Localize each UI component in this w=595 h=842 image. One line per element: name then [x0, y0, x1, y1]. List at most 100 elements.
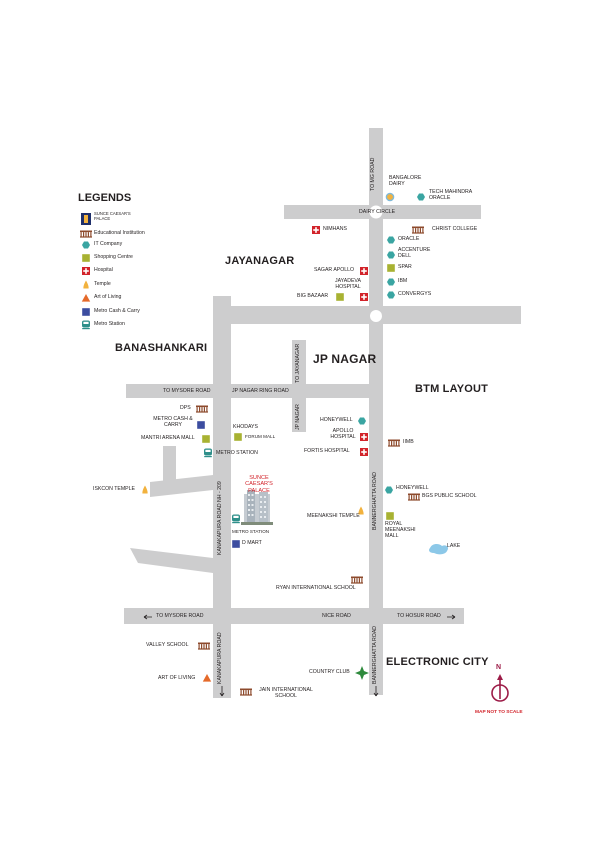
- road-label-jp-nagar-ring-road: JP NAGAR RING ROAD: [232, 388, 289, 394]
- hospital-icon: [82, 267, 90, 275]
- label-metro-cash-carry: METRO CASH & CARRY: [153, 416, 193, 428]
- country-club-icon: [355, 666, 369, 680]
- road-label-bannerghatta-road-south: BANNERGHATTA ROAD: [372, 625, 378, 684]
- institution-icon: [240, 688, 252, 696]
- institution-icon: [412, 226, 424, 234]
- compass-icon: [491, 674, 509, 702]
- label-honeywell-top: HONEYWELL: [320, 417, 353, 423]
- shopping-centre-icon: [82, 254, 90, 262]
- label-art-of-living: ART OF LIVING: [158, 675, 196, 681]
- label-nimhans: NIMHANS: [323, 226, 347, 232]
- hospital-icon: [360, 293, 368, 301]
- label-bangalore-dairy: BANGALORE DAIRY: [389, 175, 422, 187]
- label-apollo-hospital: APOLLO HOSPITAL: [330, 428, 356, 440]
- label-project: SUNCE CAESAR'S PALACE: [245, 475, 273, 494]
- label-fortis: FORTIS HOSPITAL: [304, 448, 350, 454]
- shopping-centre-icon: [386, 512, 394, 520]
- label-metro-station-top: METRO STATION: [216, 450, 258, 456]
- road-label-bannerghatta-road: BANNERGHATTA ROAD: [372, 471, 378, 530]
- area-banashankari: BANASHANKARI: [115, 342, 208, 354]
- project-building-icon: [241, 490, 273, 525]
- road-iskcon-branch: [163, 446, 176, 492]
- label-valley-school: VALLEY SCHOOL: [146, 642, 189, 648]
- institution-icon: [80, 230, 92, 238]
- label-christ-college: CHRIST COLLEGE: [432, 226, 478, 232]
- label-jain-school: JAIN INTERNATIONAL SCHOOL: [259, 687, 313, 699]
- road-west-branch: [130, 548, 213, 573]
- legend-label: IT Company: [94, 241, 123, 247]
- art-of-living-icon: [202, 674, 212, 682]
- area-electronic-city: ELECTRONIC CITY: [386, 656, 489, 668]
- label-accenture: ACCENTURE DELL: [398, 247, 431, 259]
- road-kanakapura: [213, 360, 231, 615]
- road-arrows: [143, 614, 456, 697]
- institution-icon: [196, 405, 208, 413]
- it-company-icon: [385, 486, 393, 494]
- label-mantri: MANTRI ARENA MALL: [141, 435, 195, 441]
- lake-icon: [429, 543, 449, 555]
- legend-label: Metro Cash & Carry: [94, 308, 140, 314]
- metro-station-icon: [232, 514, 240, 524]
- metro-station-icon: [204, 448, 212, 458]
- legend-title: LEGENDS: [78, 192, 132, 204]
- shopping-centre-icon: [234, 433, 242, 441]
- road-ring: [126, 384, 382, 398]
- hospital-icon: [360, 267, 368, 275]
- road-label-to-mysore-road-top: TO MYSORE ROAD: [163, 388, 211, 394]
- road-mg: [369, 128, 383, 398]
- legend-label: Art of Living: [94, 294, 122, 300]
- institution-icon: [388, 439, 400, 447]
- hospital-icon: [312, 226, 320, 234]
- label-spar: SPAR: [398, 264, 412, 270]
- area-jp-nagar: JP NAGAR: [313, 352, 377, 366]
- legend-label: Shopping Centre: [94, 254, 133, 260]
- label-ibm: IBM: [398, 278, 408, 284]
- road-label-kanakapura-road: KANAKAPURA ROAD: [217, 632, 223, 684]
- institution-icon: [408, 493, 420, 501]
- it-company-icon: [387, 291, 395, 299]
- label-iskcon: ISKCON TEMPLE: [93, 486, 135, 492]
- it-company-icon: [387, 251, 395, 259]
- label-dps: DPS: [180, 405, 191, 411]
- label-country-club: COUNTRY CLUB: [309, 669, 350, 675]
- label-lake: LAKE: [447, 543, 461, 549]
- jayanagar-roundabout: [370, 310, 382, 322]
- label-meenakshi-temple: MEENAKSHI TEMPLE: [307, 513, 360, 519]
- art-of-living-icon: [81, 294, 91, 302]
- project-building-icon: [81, 213, 91, 225]
- shopping-centre-icon: [202, 435, 210, 443]
- legend-label: Temple: [94, 281, 111, 287]
- it-company-icon: [358, 417, 366, 425]
- label-bgs-school: BGS PUBLIC SCHOOL: [422, 493, 477, 499]
- it-company-icon: [387, 278, 395, 286]
- road-label-to-jayanagar: TO JAYANAGAR: [295, 343, 301, 383]
- area-btm-layout: BTM LAYOUT: [415, 383, 489, 395]
- hospital-icon: [360, 433, 368, 441]
- institution-icon: [198, 642, 210, 650]
- dairy-icon: [385, 192, 395, 202]
- road-label-nice-road: NICE ROAD: [322, 613, 351, 619]
- label-forum-mall: FORUM MALL: [245, 434, 276, 439]
- shopping-centre-icon: [387, 264, 395, 272]
- label-d-mart: D MART: [242, 540, 262, 546]
- road-network: [124, 128, 521, 698]
- road-nice: [124, 608, 464, 624]
- legend-label: Metro Station: [94, 321, 125, 327]
- map-scale-note: MAP NOT TO SCALE: [475, 710, 523, 715]
- metro-station-icon: [82, 320, 90, 330]
- label-ryan-school: RYAN INTERNATIONAL SCHOOL: [276, 585, 356, 591]
- it-company-icon: [417, 193, 425, 201]
- institution-icon: [351, 576, 363, 584]
- area-jayanagar: JAYANAGAR: [225, 255, 295, 267]
- metro-cash-carry-icon: [232, 540, 240, 548]
- label-khodays: KHODAYS: [233, 424, 258, 430]
- label-oracle: ORACLE: [398, 236, 420, 242]
- metro-cash-carry-icon: [82, 308, 90, 316]
- hospital-icon: [360, 448, 368, 456]
- road-label-kanakapura-nh209: KANAKAPURA ROAD NH - 209: [217, 481, 223, 555]
- temple-icon: [83, 280, 89, 289]
- label-royal-meenakshi: ROYAL MEENAKSHI MALL: [385, 521, 416, 539]
- road-jayanagar-west: [213, 296, 231, 366]
- road-label-to-mg-road: TO MG ROAD: [370, 157, 376, 191]
- road-to-jayanagar: [292, 340, 306, 432]
